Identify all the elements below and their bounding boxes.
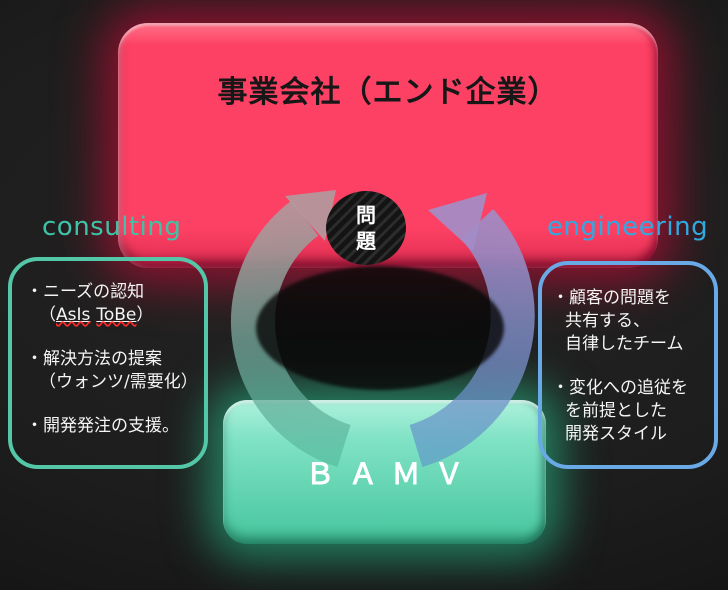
engineering-item-2: ・変化への追従を <box>552 378 688 398</box>
consulting-item-3: ・開発発注の支援。 <box>26 416 179 436</box>
engineering-item-1: ・顧客の問題を <box>552 288 671 308</box>
consulting-arrow-arc <box>231 200 352 467</box>
consulting-label: consulting <box>42 212 182 242</box>
engineering-item-1-line3: 自律したチーム <box>565 334 684 354</box>
problem-badge-line2: 題 <box>356 229 376 253</box>
spacer <box>552 356 712 377</box>
spacer <box>26 394 200 415</box>
engineering-item-1-line2: 共有する、 <box>565 311 650 331</box>
end-company-title: 事業会社（エンド企業） <box>217 75 559 110</box>
spacer <box>26 327 200 348</box>
problem-badge: 問 題 <box>326 191 406 265</box>
engineering-item-2-line3: 開発スタイル <box>565 424 667 444</box>
consulting-item-2: ・解決方法の提案 <box>26 349 162 369</box>
engineering-arrow-arc <box>409 209 535 468</box>
problem-badge-line1: 問 <box>356 203 376 227</box>
cycle-center-ellipse <box>256 266 504 390</box>
misspelled-word: ToBe <box>96 305 137 325</box>
consulting-arrowhead-icon <box>285 190 336 241</box>
engineering-item-2-line2: を前提とした <box>565 401 667 421</box>
engineering-label: engineering <box>547 212 709 242</box>
consulting-item-2-detail: （ウォンツ/需要化） <box>39 372 198 392</box>
misspelled-word: AsIs <box>56 305 91 325</box>
engineering-panel: ・顧客の問題を 共有する、 自律したチーム ・変化への追従を を前提とした 開発… <box>538 261 718 469</box>
consulting-item-1: ・ニーズの認知 <box>26 282 145 302</box>
engineering-arrowhead-icon <box>428 193 487 251</box>
